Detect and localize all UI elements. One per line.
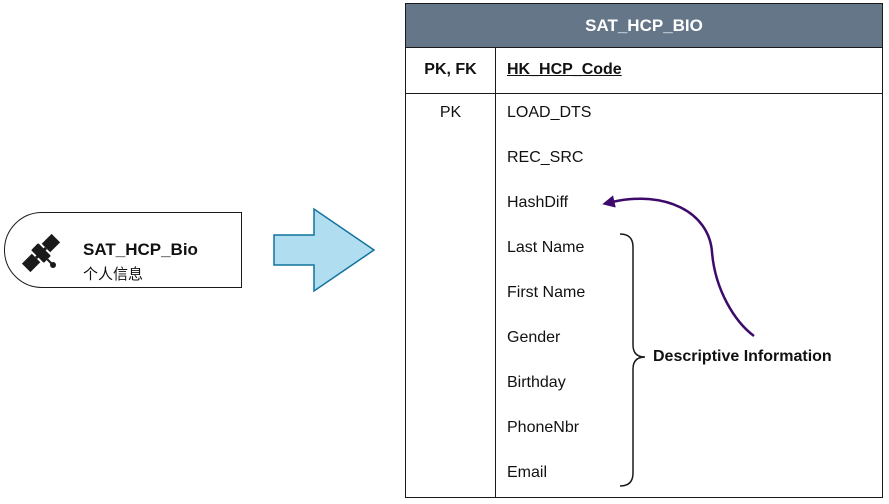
attribute-birthday: Birthday: [507, 374, 566, 391]
satellite-icon: [21, 233, 61, 273]
attribute-rec-src: REC_SRC: [507, 149, 584, 166]
table-title: SAT_HCP_BIO: [406, 4, 882, 48]
attribute-last-name: Last Name: [507, 239, 585, 256]
satellite-title: SAT_HCP_Bio: [83, 240, 198, 259]
attribute-email: Email: [507, 464, 548, 481]
attribute-load-dts: LOAD_DTS: [507, 104, 592, 121]
satellite-node[interactable]: SAT_HCP_Bio 个人信息: [4, 212, 242, 288]
attribute-gender: Gender: [507, 329, 561, 346]
attribute-first-name: First Name: [507, 284, 586, 301]
descriptive-information-label: Descriptive Information: [653, 348, 832, 365]
primary-key-row: PK, FK HK_HCP_Code: [406, 48, 882, 94]
column-divider: [495, 48, 496, 497]
attribute-key: PK: [439, 104, 462, 121]
satellite-subtitle: 个人信息: [83, 265, 144, 283]
attribute-phonenbr: PhoneNbr: [507, 419, 580, 436]
primary-key-label: PK, FK: [424, 61, 477, 78]
satellite-table[interactable]: SAT_HCP_BIO PK, FK HK_HCP_Code PK LOAD_D…: [405, 3, 883, 498]
primary-key-field: HK_HCP_Code: [507, 61, 622, 78]
right-arrow-icon: [273, 207, 376, 293]
attribute-hashdiff: HashDiff: [507, 194, 569, 211]
